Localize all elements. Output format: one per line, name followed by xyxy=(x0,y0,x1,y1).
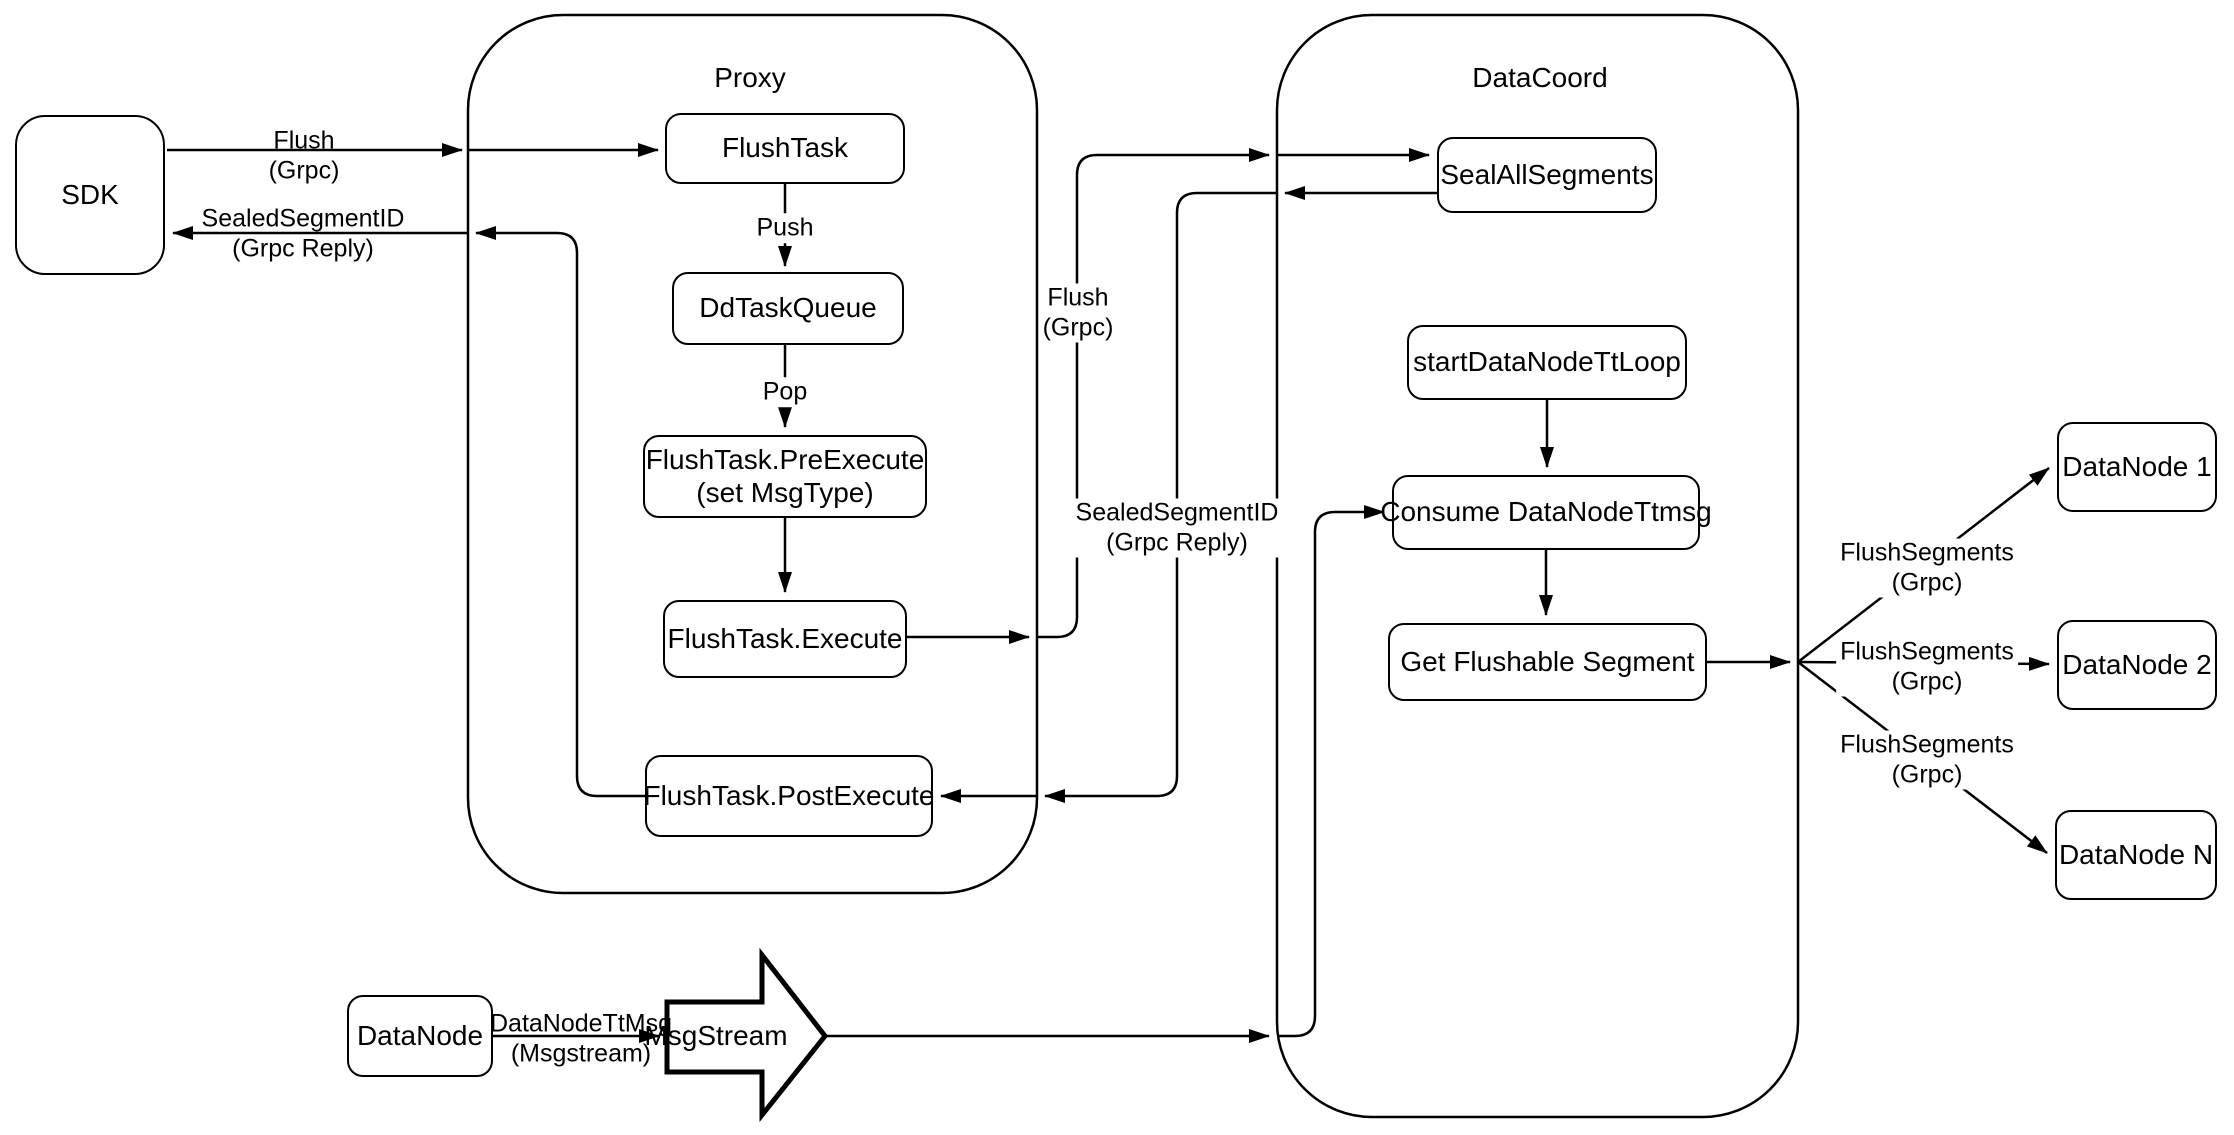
edge-label-flushsegments-3-line2: (Grpc) xyxy=(1891,760,1963,788)
edge-label-sealed-mid: SealedSegmentID (Grpc Reply) xyxy=(1071,498,1283,558)
node-ddtaskqueue: DdTaskQueue xyxy=(672,272,904,345)
edge-label-flush-sdk-line1: Flush xyxy=(273,126,335,155)
node-datanode-2-label: DataNode 2 xyxy=(2062,648,2212,680)
edge-sealed-down-to-proxy-border xyxy=(1044,191,1277,803)
edge-label-datanodettmsg-line1: DataNodeTtMsg xyxy=(489,1009,673,1038)
edge-label-flush-mid: Flush (Grpc) xyxy=(1038,283,1118,343)
node-postexecute: FlushTask.PostExecute xyxy=(643,755,935,837)
datacoord-container-title: DataCoord xyxy=(1472,62,1608,93)
proxy-container xyxy=(466,13,1039,895)
node-datanode-source-label: DataNode xyxy=(356,1019,484,1051)
edge-label-sealed-sdk-line2: (Grpc Reply) xyxy=(232,234,374,262)
node-execute: FlushTask.Execute xyxy=(663,600,907,678)
edge-label-flushsegments-1-line1: FlushSegments xyxy=(1840,538,2014,567)
edge-label-pop: Pop xyxy=(758,377,812,407)
edge-label-flushsegments-2: FlushSegments (Grpc) xyxy=(1836,637,2018,697)
node-sdk-label: SDK xyxy=(61,178,119,210)
edge-label-sealed-sdk: SealedSegmentID (Grpc Reply) xyxy=(202,205,405,264)
node-datanode-1: DataNode 1 xyxy=(2057,422,2217,512)
msgstream-label: MsgStream xyxy=(644,1020,788,1051)
edge-label-flush-mid-line1: Flush xyxy=(1047,283,1109,312)
node-datanode-2: DataNode 2 xyxy=(2057,620,2217,710)
node-preexecute-line2: (set MsgType) xyxy=(696,476,874,508)
edge-label-flush-sdk-line2: (Grpc) xyxy=(268,156,340,184)
node-getflushablesegment-label: Get Flushable Segment xyxy=(1400,645,1695,677)
edge-label-flush-mid-line2: (Grpc) xyxy=(1042,313,1114,341)
node-postexecute-label: FlushTask.PostExecute xyxy=(643,779,935,811)
node-ddtaskqueue-label: DdTaskQueue xyxy=(699,292,877,324)
node-datanode-1-label: DataNode 1 xyxy=(2062,450,2212,482)
node-getflushablesegment: Get Flushable Segment xyxy=(1388,623,1707,701)
node-flushtask: FlushTask xyxy=(665,113,905,184)
edge-label-push: Push xyxy=(752,213,818,243)
node-preexecute-line1: FlushTask.PreExecute xyxy=(645,444,925,476)
edge-label-sealed-mid-line1: SealedSegmentID xyxy=(1075,498,1279,527)
node-preexecute: FlushTask.PreExecute (set MsgType) xyxy=(643,435,927,518)
node-datanode-n: DataNode N xyxy=(2055,810,2217,900)
edge-flush-up-to-datacoord-border xyxy=(1037,148,1270,639)
node-startdatanodettloop: startDataNodeTtLoop xyxy=(1407,325,1687,400)
node-sealallsegments: SealAllSegments xyxy=(1437,137,1657,213)
proxy-container-title: Proxy xyxy=(714,62,786,93)
msgstream-arrow-shape xyxy=(664,947,829,1123)
edge-label-flushsegments-1-line2: (Grpc) xyxy=(1891,568,1963,596)
node-consumedatanodettmsg-label: Consume DataNodeTtmsg xyxy=(1380,496,1712,528)
node-datanode-source: DataNode xyxy=(347,995,493,1077)
node-datanode-n-label: DataNode N xyxy=(2058,838,2214,870)
node-sealallsegments-label: SealAllSegments xyxy=(1440,158,1654,190)
edge-label-sealed-sdk-line1: SealedSegmentID xyxy=(201,204,405,233)
node-consumedatanodettmsg: Consume DataNodeTtmsg xyxy=(1380,475,1712,550)
edge-label-flushsegments-3-line1: FlushSegments xyxy=(1840,730,2014,759)
edge-label-flush-sdk: Flush (Grpc) xyxy=(269,127,340,186)
edge-label-datanodettmsg-line2: (Msgstream) xyxy=(510,1039,652,1067)
node-flushtask-label: FlushTask xyxy=(721,132,849,164)
edge-postexecute-to-proxy-border xyxy=(475,226,645,798)
edge-label-flushsegments-2-line1: FlushSegments xyxy=(1840,637,2014,666)
datacoord-container xyxy=(1275,13,1800,1119)
edge-label-flushsegments-2-line2: (Grpc) xyxy=(1891,667,1963,695)
edge-label-flushsegments-3: FlushSegments (Grpc) xyxy=(1836,730,2018,790)
edge-label-datanodettmsg: DataNodeTtMsg (Msgstream) xyxy=(490,1010,672,1069)
node-startdatanodettloop-label: startDataNodeTtLoop xyxy=(1413,346,1681,378)
edge-label-sealed-mid-line2: (Grpc Reply) xyxy=(1106,528,1248,556)
node-sdk: SDK xyxy=(15,115,165,275)
node-execute-label: FlushTask.Execute xyxy=(667,622,903,654)
edge-label-flushsegments-1: FlushSegments (Grpc) xyxy=(1836,538,2018,598)
edge-border-up-to-consume xyxy=(1277,505,1385,1038)
